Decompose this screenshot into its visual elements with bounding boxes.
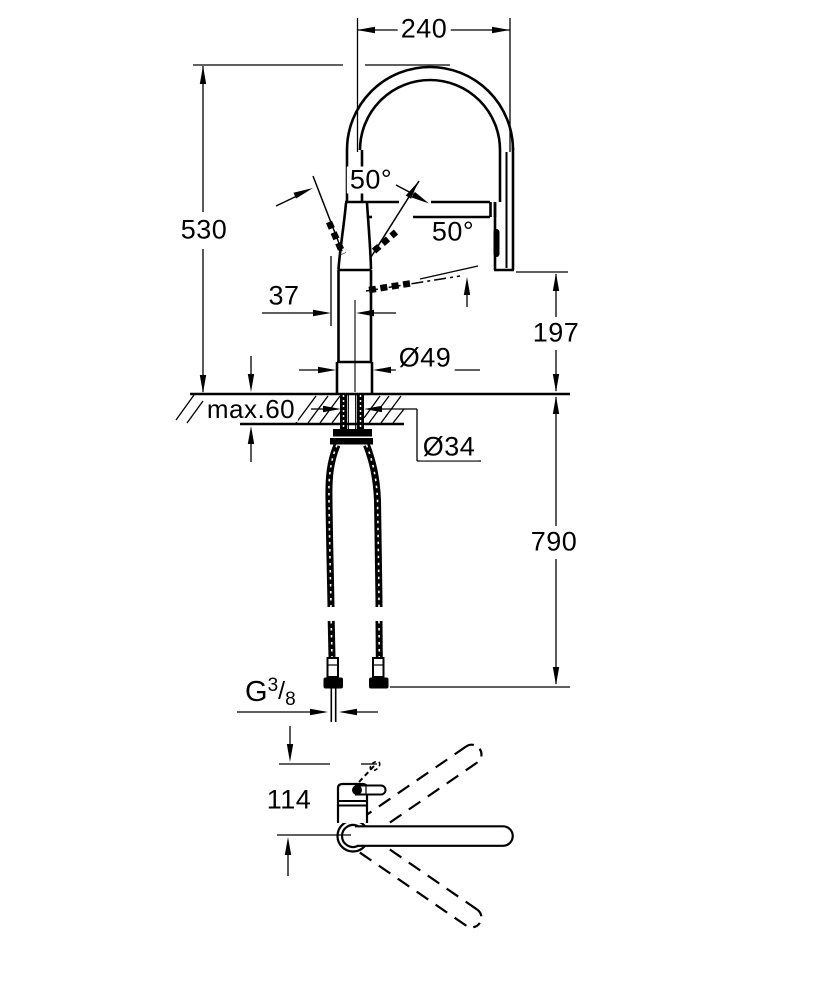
hose-fitting-right (372, 657, 385, 678)
handle-dashed-tip (369, 760, 381, 772)
counter-section (175, 392, 570, 445)
dim-swivel-reach-label: 114 (263, 786, 315, 814)
threaded-shank (340, 394, 364, 429)
spout-arc-outer (345, 65, 515, 151)
spray-trigger (493, 229, 500, 257)
faucet-side-view (335, 65, 515, 393)
hose-fitting-left (326, 657, 339, 678)
dim-hose-length-label: 790 (527, 528, 581, 556)
swivel-arm-down (359, 835, 483, 929)
arrowheads (199, 26, 560, 855)
handle-top-view (355, 784, 387, 796)
spout-arm (355, 825, 514, 847)
mounting-nut (330, 429, 373, 445)
dim-handle-angle-left-label: 50° (346, 166, 396, 194)
hose-nut-right (369, 677, 389, 689)
thread-denominator: 8 (285, 689, 296, 710)
dim-handle-offset-label: 37 (265, 282, 303, 310)
faucet-top-view (336, 743, 514, 929)
dim-outlet-height-label: 197 (529, 319, 583, 347)
spout-arc-inner (358, 78, 502, 151)
dim-shank-diameter-label: Ø34 (419, 433, 479, 461)
thread-slash: / (278, 677, 286, 705)
hatching (175, 394, 405, 424)
dim-thread-size-label: G3/8 (243, 676, 298, 709)
dim-body-diameter-label: Ø49 (395, 344, 455, 372)
supply-hoses (323, 443, 389, 722)
hose-nut-left (323, 677, 343, 689)
dim-spout-height-label: 530 (177, 216, 231, 244)
hose-braid-texture (328, 444, 381, 658)
thread-letter: G (245, 676, 268, 708)
swivel-arm-up (359, 743, 483, 837)
dim-spout-reach-label: 240 (397, 15, 451, 43)
dim-handle-angle-right-label: 50° (428, 218, 478, 246)
handle-positions (275, 175, 461, 294)
thread-numerator: 3 (267, 675, 279, 696)
dim-deck-thickness-label: max.60 (203, 396, 299, 422)
